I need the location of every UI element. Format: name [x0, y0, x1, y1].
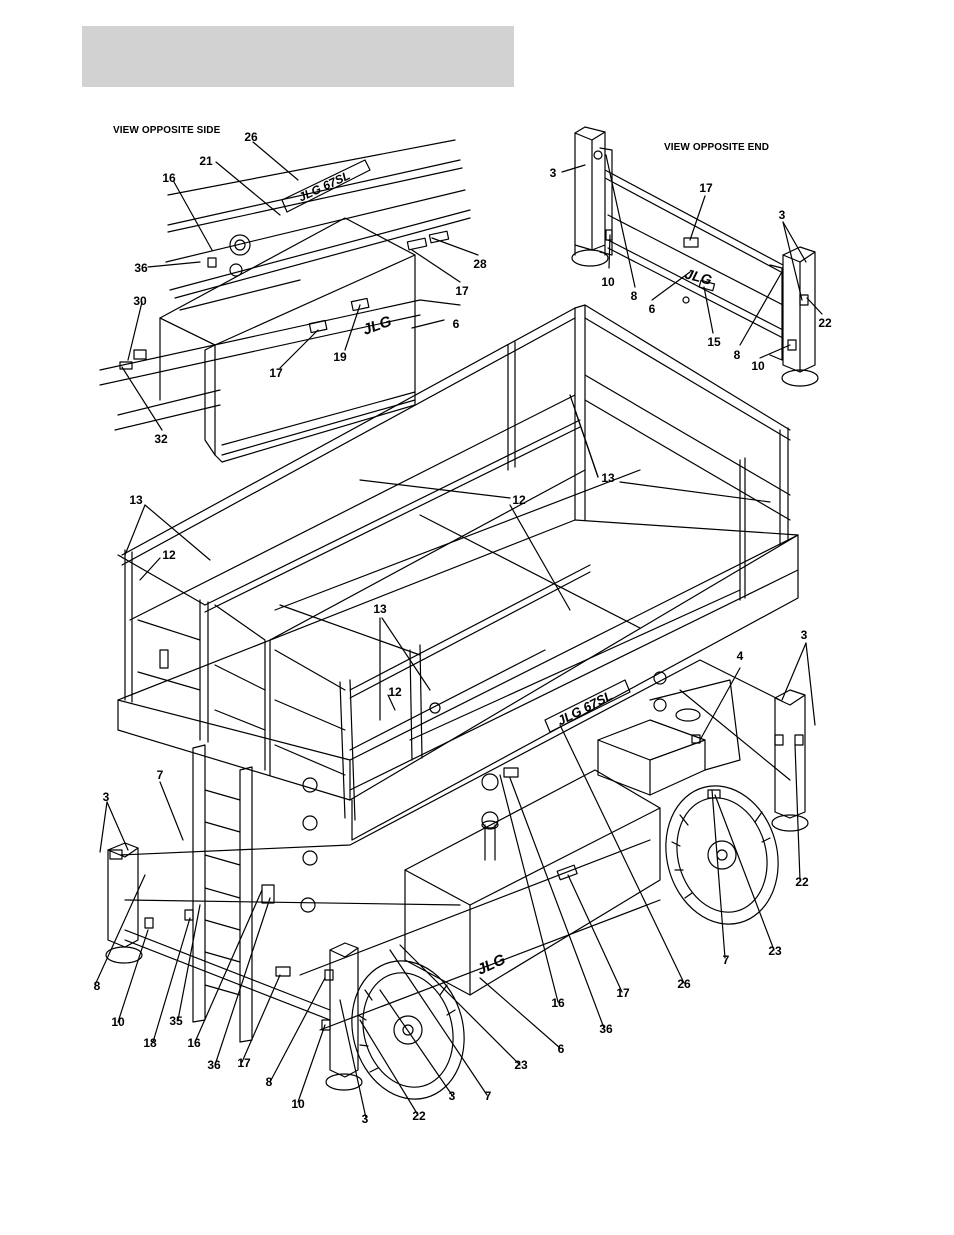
chassis: JLG	[95, 643, 815, 1118]
callout-number: 23	[768, 944, 781, 958]
callout-number: 17	[237, 1056, 250, 1070]
inset-opposite-side: JLG 67SL JLG	[100, 140, 478, 462]
callout-number: 35	[169, 1014, 182, 1028]
callout-number: 13	[373, 602, 386, 616]
callout-number: 10	[111, 1015, 124, 1029]
callout-number: 16	[187, 1036, 200, 1050]
callout-number: 3	[449, 1089, 456, 1103]
callout-number: 7	[485, 1089, 492, 1103]
main-platform: JLG 67SL	[118, 305, 806, 840]
callout-number: 10	[751, 359, 764, 373]
callout-number: 26	[244, 130, 257, 144]
callout-number: 26	[677, 977, 690, 991]
callout-number: 3	[103, 790, 110, 804]
callout-number: 19	[333, 350, 346, 364]
callout-number: 18	[143, 1036, 156, 1050]
callout-number: 28	[473, 257, 486, 271]
callout-number: 16	[551, 996, 564, 1010]
callout-number: 3	[362, 1112, 369, 1126]
callout-number: 22	[412, 1109, 425, 1123]
callout-number: 17	[269, 366, 282, 380]
callout-number: 13	[601, 471, 614, 485]
callout-number: 22	[795, 875, 808, 889]
inset-opposite-end: JLG	[562, 127, 822, 386]
callout-number: 8	[734, 348, 741, 362]
callout-number: 10	[601, 275, 614, 289]
callout-number: 3	[801, 628, 808, 642]
callout-number: 6	[453, 317, 460, 331]
callout-number: 8	[94, 979, 101, 993]
callout-number: 36	[134, 261, 147, 275]
callout-number: 3	[779, 208, 786, 222]
callout-number: 22	[818, 316, 831, 330]
callout-number: 7	[723, 953, 730, 967]
callout-number: 10	[291, 1097, 304, 1111]
callout-number: 17	[616, 986, 629, 1000]
callout-number: 16	[162, 171, 175, 185]
callout-number: 36	[207, 1058, 220, 1072]
callout-number: 12	[512, 493, 525, 507]
view-opposite-end-label: VIEW OPPOSITE END	[664, 142, 769, 153]
callout-number: 3	[550, 166, 557, 180]
callout-number: 8	[266, 1075, 273, 1089]
svg-text:JLG: JLG	[361, 313, 395, 339]
callout-number: 30	[133, 294, 146, 308]
callout-number: 13	[129, 493, 142, 507]
callout-number: 15	[707, 335, 720, 349]
callout-number: 7	[157, 768, 164, 782]
callout-number: 21	[199, 154, 212, 168]
callout-number: 32	[154, 432, 167, 446]
view-opposite-side-label: VIEW OPPOSITE SIDE	[113, 125, 220, 136]
callout-number: 17	[455, 284, 468, 298]
callout-number: 8	[631, 289, 638, 303]
callout-number: 6	[558, 1042, 565, 1056]
callout-number: 12	[162, 548, 175, 562]
svg-text:JLG: JLG	[683, 265, 714, 288]
callout-number: 12	[388, 685, 401, 699]
callout-number: 17	[699, 181, 712, 195]
callout-number: 6	[649, 302, 656, 316]
callout-number: 4	[737, 649, 744, 663]
callout-number: 23	[514, 1058, 527, 1072]
callout-number: 36	[599, 1022, 612, 1036]
svg-text:JLG 67SL: JLG 67SL	[555, 688, 615, 729]
